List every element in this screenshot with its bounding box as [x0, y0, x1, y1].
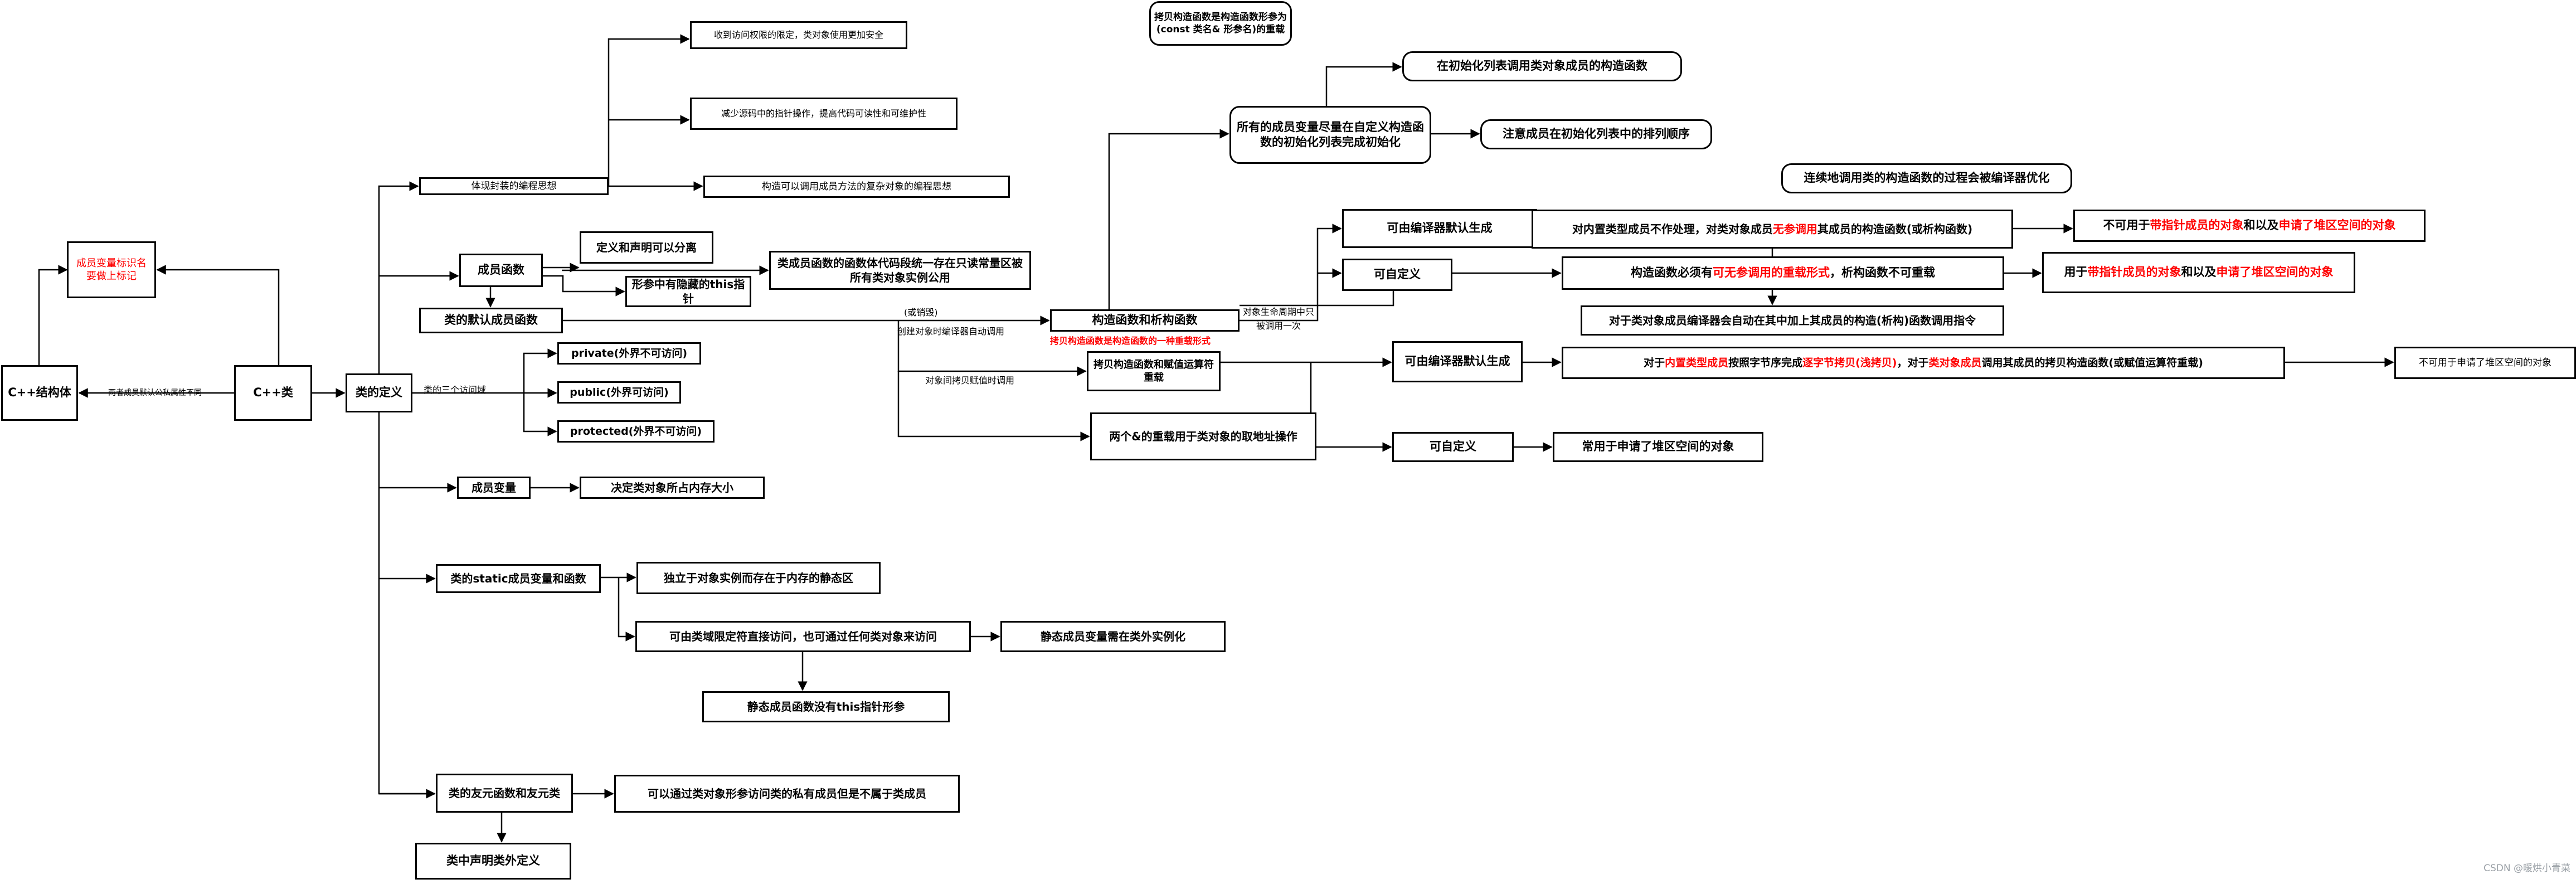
edge-initlist-ctor: [1325, 62, 1402, 106]
edge-mf-this: [543, 275, 625, 297]
plain-text: 不可用于: [2103, 218, 2150, 232]
less-pointer-node: 减少源码中的指针操作，提高代码可读性和可维护性: [690, 98, 958, 130]
friend-node: 类的友元函数和友元类: [436, 774, 573, 813]
highlight-text: 无参调用: [1772, 222, 1817, 236]
plain-text: 构造函数必须有: [1631, 266, 1713, 280]
highlight-text: 类对象成员: [1928, 356, 1982, 369]
plain-text: ，析构函数不可重载: [1830, 266, 1935, 280]
highlight-text: 申请了堆区空间的对象: [2278, 218, 2396, 232]
highlight-text: 带指针成员的对象: [2087, 265, 2181, 279]
friend-access-node: 可以通过类对象形参访问类的私有成员但是不属于类成员: [614, 775, 960, 813]
init-order-node: 注意成员在初始化列表中的排列顺序: [1480, 119, 1712, 149]
ctor-dtor-node: 构造函数和析构函数: [1050, 309, 1240, 332]
access-safe-node: 收到访问权限的限定，类对象使用更加安全: [690, 21, 907, 49]
edge-label-three-access: 类的三个访问域: [424, 385, 487, 395]
plain-text: 和以及: [2181, 265, 2217, 279]
static-members-node: 类的static成员变量和函数: [436, 564, 601, 593]
copy-assign-node: 拷贝构造函数和赋值运算符重载: [1087, 351, 1221, 391]
compiler-gen-node-1: 可由编译器默认生成: [1342, 209, 1537, 248]
plain-text: 和以及: [2243, 218, 2279, 232]
func-code-readonly-node: 类成员函数的函数体代码段统一存在只读常量区被所有类对象实例公用: [769, 251, 1031, 290]
edge-label-auto-call: 创建对象时编译器自动调用: [897, 326, 1005, 337]
encapsulation-node: 体现封装的编程思想: [419, 177, 609, 195]
addr-op-node: 两个&的重载用于类对象的取地址操作: [1090, 412, 1316, 460]
edge-ctor-compiler: [1240, 224, 1342, 322]
for-ptr-node: 用于带指针成员的对象和以及申请了堆区空间的对象: [2042, 252, 2355, 293]
plain-text: 对内置类型成员不作处理，对类对象成员: [1572, 222, 1773, 236]
static-area-node: 独立于对象实例而存在于内存的静态区: [636, 562, 881, 594]
plain-text: 按照字节序完成: [1728, 356, 1803, 369]
highlight-text: 逐字节拷贝(浅拷贝): [1802, 356, 1897, 369]
init-list-node: 所有的成员变量尽量在自定义构造函数的初始化列表完成初始化: [1229, 106, 1431, 164]
edge-def-private: [523, 348, 557, 393]
decides-size-node: 决定类对象所占内存大小: [580, 477, 765, 499]
public-node: public(外界可访问): [557, 381, 681, 404]
user-def-node-2: 可自定义: [1392, 432, 1514, 462]
member-var-mark-node: 成员变量标识名要做上标记: [67, 241, 156, 298]
decl-def-separate-node: 定义和声明可以分离: [580, 231, 713, 264]
class-def-node: 类的定义: [346, 373, 412, 412]
edge-user-lifecycle: [1240, 291, 1394, 307]
builtin-ctor-node: 对内置类型成员不作处理，对类对象成员无参调用其成员的构造函数(或析构函数): [1532, 210, 2013, 249]
member-func-node: 成员函数: [459, 254, 543, 287]
highlight-text: 申请了堆区空间的对象: [2216, 265, 2334, 279]
plain-text: 调用其成员的拷贝构造函数(或赋值运算符重载): [1981, 356, 2203, 369]
compiler-gen-node-2: 可由编译器默认生成: [1392, 341, 1523, 382]
rich-text: 对于内置类型成员按照字节序完成逐字节拷贝(浅拷贝)，对于类对象成员调用其成员的拷…: [1644, 356, 2203, 370]
highlight-text: 带指针成员的对象: [2150, 218, 2244, 232]
default-members-node: 类的默认成员函数: [419, 308, 563, 333]
plain-text: 其成员的构造函数(或析构函数): [1817, 222, 1973, 236]
complex-obj-node: 构造可以调用成员方法的复杂对象的编程思想: [703, 176, 1010, 198]
must-default-node: 构造函数必须有可无参调用的重载形式，析构函数不可重载: [1562, 256, 2004, 290]
plain-text: 用于: [2064, 265, 2088, 279]
edge-label-copy-assign-call: 对象间拷贝赋值时调用: [925, 375, 1015, 386]
rich-text: 构造函数必须有可无参调用的重载形式，析构函数不可重载: [1631, 265, 1935, 280]
cpp-class-node: C++类: [234, 365, 312, 421]
plain-text: 对于: [1644, 356, 1665, 369]
edge-static-access: [618, 577, 635, 642]
shallow-copy-node: 对于内置类型成员按照字节序完成逐字节拷贝(浅拷贝)，对于类对象成员调用其成员的拷…: [1562, 347, 2285, 379]
static-init-outside-node: 静态成员变量需在类外实例化: [1000, 621, 1226, 652]
class-decl-outside-node: 类中声明类外定义: [415, 843, 571, 880]
edge-enc-safe: [607, 34, 690, 186]
not-for-ptr-node: 不可用于带指针成员的对象和以及申请了堆区空间的对象: [2073, 210, 2426, 242]
init-list-ctor-node: 在初始化列表调用类对象成员的构造函数: [1402, 51, 1682, 81]
edge-copy-user: [1310, 362, 1392, 452]
edge-def-encapsulation: [378, 181, 419, 373]
plain-text: ，对于: [1897, 356, 1929, 369]
edge-def-protected: [523, 393, 557, 436]
member-var-node: 成员变量: [457, 477, 531, 499]
user-def-node-1: 可自定义: [1342, 259, 1452, 291]
member-obj-ctor-order-node: 对于类对象成员编译器会自动在其中加上其成员的构造(析构)函数调用指令: [1581, 305, 2004, 336]
not-heap-node-2: 不可用于申请了堆区空间的对象: [2394, 347, 2576, 379]
highlight-text: 内置类型成员: [1665, 356, 1729, 369]
edge-struct-mark: [38, 265, 68, 365]
private-node: private(外界不可访问): [557, 342, 701, 365]
rich-text: 对内置类型成员不作处理，对类对象成员无参调用其成员的构造函数(或析构函数): [1572, 222, 1972, 236]
edge-def-friend: [378, 393, 435, 795]
edge-default-addr: [897, 371, 1090, 441]
edge-label-struct-class: 两者成员默认公私属性不同: [108, 388, 202, 397]
highlight-text: 可无参调用的重载形式: [1713, 266, 1830, 280]
watermark: CSDN @暖烘小青菜: [2483, 863, 2570, 874]
cpp-struct-node: C++结构体: [1, 365, 78, 421]
protected-node: protected(外界不可访问): [557, 420, 715, 443]
rich-text: 用于带指针成员的对象和以及申请了堆区空间的对象: [2064, 265, 2334, 280]
static-access-node: 可由类域限定符直接访问，也可通过任何类对象来访问: [635, 621, 971, 652]
edge-label-lifecycle: 对象生命周期中只被调用一次: [1242, 307, 1314, 331]
hidden-this-node: 形参中有隐藏的this指针: [625, 276, 751, 307]
heap-obj-node: 常用于申请了堆区空间的对象: [1553, 432, 1763, 462]
copy-ctor-def-node: 拷贝构造函数是构造函数形参为(const 类名& 形参名)的重载: [1149, 1, 1292, 46]
static-no-this-node: 静态成员函数没有this指针形参: [702, 691, 950, 722]
ctor-optimize-node: 连续地调用类的构造函数的过程会被编译器优化: [1781, 163, 2072, 193]
rich-text: 不可用于带指针成员的对象和以及申请了堆区空间的对象: [2103, 218, 2396, 233]
edge-class-mark: [156, 265, 280, 365]
edge-label-destroy: (或销毁): [904, 307, 938, 318]
edge-label-copy-ctor-overload: 拷贝构造函数是构造函数的一种重载形式: [1050, 336, 1211, 346]
edge-ctor-initlist: [1108, 129, 1229, 309]
